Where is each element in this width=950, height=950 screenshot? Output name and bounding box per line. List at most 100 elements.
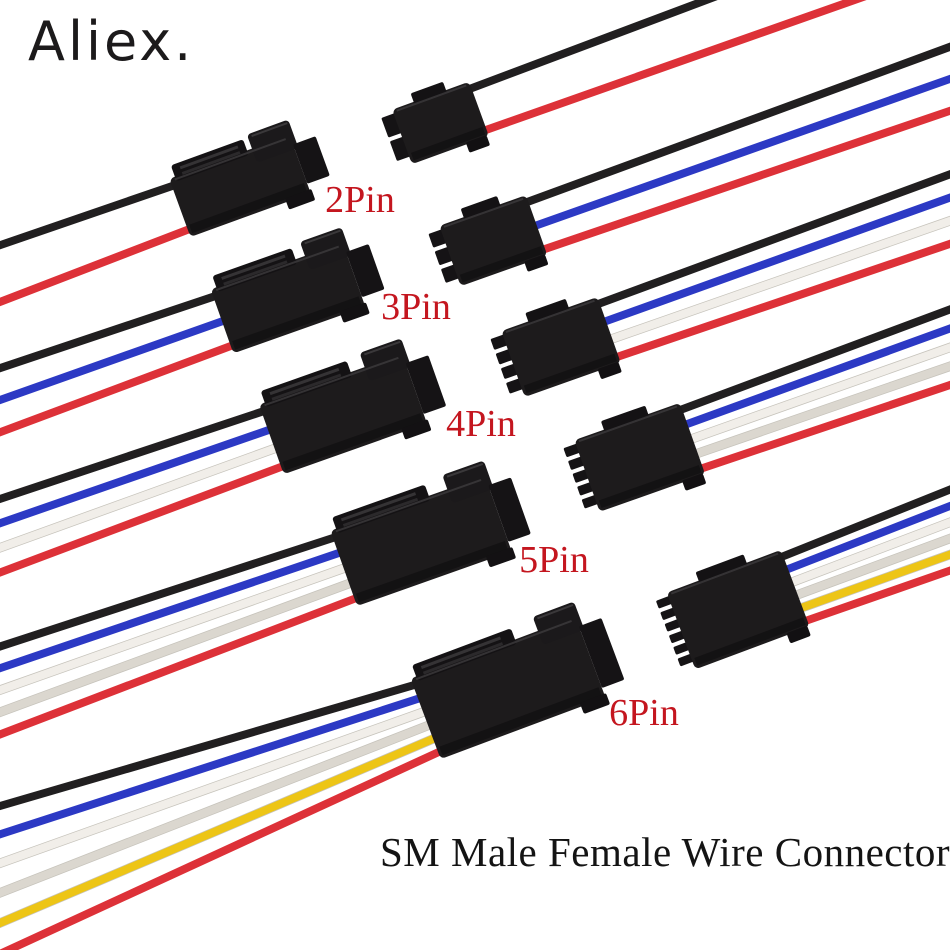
male-highlight <box>304 229 341 245</box>
female-highlight <box>505 299 595 333</box>
wire-black <box>0 178 186 434</box>
male-latch-catch <box>360 339 410 381</box>
female-tooth <box>677 653 694 667</box>
product-caption: SM Male Female Wire Connector <box>379 829 950 875</box>
male-highlight <box>335 479 482 533</box>
wire-black <box>0 530 347 775</box>
male-highlight <box>446 463 484 478</box>
wire-red <box>473 0 950 138</box>
female-body-shade <box>694 617 806 666</box>
female-tooth <box>656 596 673 609</box>
wire-white2 <box>0 717 442 950</box>
male-body-shade <box>232 296 362 350</box>
male-latch-catch <box>533 602 584 644</box>
female-latch-bump <box>696 554 748 583</box>
female-highlight <box>670 552 779 595</box>
male-highlight <box>251 122 288 137</box>
wire-white <box>0 704 437 950</box>
male-body <box>212 243 364 353</box>
male-body-shade <box>189 182 307 234</box>
pin-label-2pin: 2Pin <box>325 179 395 221</box>
female-tooth <box>490 334 508 350</box>
male-highlight <box>174 138 287 181</box>
wire-red <box>0 744 452 950</box>
male-latch-ridge <box>181 151 241 175</box>
male-body-shade <box>439 687 602 756</box>
male-body <box>170 136 310 236</box>
female-tooth <box>673 642 690 655</box>
male-highlight <box>264 356 399 407</box>
male-body <box>331 477 511 605</box>
wire-yellow <box>0 730 447 950</box>
wire-blue <box>523 0 950 233</box>
female-tail <box>598 362 622 379</box>
female-tail <box>524 254 548 272</box>
wire-red <box>689 225 950 476</box>
wire-black <box>668 143 950 417</box>
female-tooth <box>563 443 581 457</box>
female-connector-3pin <box>428 0 950 285</box>
male-connector-3pin <box>0 228 385 613</box>
male-connector-4pin <box>0 339 446 735</box>
pin-label-5pin: 5Pin <box>519 539 589 581</box>
pin-label-4pin: 4Pin <box>446 403 516 445</box>
male-body-shade <box>282 413 424 471</box>
female-latch-bump <box>461 196 501 220</box>
wire-black <box>0 404 276 653</box>
male-highlight <box>215 245 340 291</box>
wire-white <box>779 312 950 590</box>
brand-logo: Aliex. <box>28 10 195 73</box>
female-tooth <box>495 349 514 365</box>
female-tooth <box>581 494 599 509</box>
female-tooth <box>577 482 594 496</box>
male-latch-ridge <box>422 642 504 675</box>
male-foot <box>285 189 315 210</box>
wire-white2 <box>784 331 950 603</box>
wire-black <box>458 0 950 96</box>
wire-blue <box>0 314 236 576</box>
connector-pair-2pin <box>0 0 950 503</box>
wire-white2 <box>684 204 950 461</box>
male-nose <box>488 477 531 542</box>
male-latch-ridge <box>342 497 419 527</box>
wire-blue <box>0 545 352 799</box>
wire-white <box>0 561 358 823</box>
male-connector-6pin <box>0 602 624 950</box>
male-latch-ridge <box>271 373 342 401</box>
female-tooth <box>660 607 677 620</box>
male-foot <box>580 693 610 714</box>
male-latch-catch <box>301 228 351 269</box>
wire-blue <box>592 63 950 329</box>
female-connector-6pin <box>656 273 950 668</box>
female-connector-5pin <box>563 143 950 511</box>
male-body <box>260 355 426 473</box>
wire-red <box>0 459 295 735</box>
female-highlight <box>396 84 467 112</box>
female-latch-bump <box>601 406 649 432</box>
female-tooth <box>501 363 519 379</box>
male-nose <box>346 244 385 297</box>
connector-pair-5pin <box>0 143 950 871</box>
wire-black <box>0 289 227 539</box>
wire-white <box>0 441 289 708</box>
female-tooth <box>664 619 682 632</box>
wire-black <box>586 39 950 311</box>
male-latch-ridge <box>223 260 288 286</box>
wire-red <box>0 338 245 613</box>
connector-pair-4pin <box>0 39 950 735</box>
male-highlight <box>364 340 401 356</box>
female-tail <box>466 135 490 153</box>
male-nose <box>293 136 330 184</box>
wire-blue <box>774 292 950 577</box>
male-foot <box>486 547 516 568</box>
wire-black <box>770 273 950 564</box>
female-tooth <box>568 456 585 470</box>
connector-pair-6pin <box>0 273 950 950</box>
male-nose <box>406 355 446 414</box>
female-tooth <box>506 378 524 394</box>
wire-blue <box>673 163 950 432</box>
male-highlight <box>415 620 572 681</box>
wire-red <box>531 2 950 257</box>
wire-white2 <box>0 576 363 847</box>
